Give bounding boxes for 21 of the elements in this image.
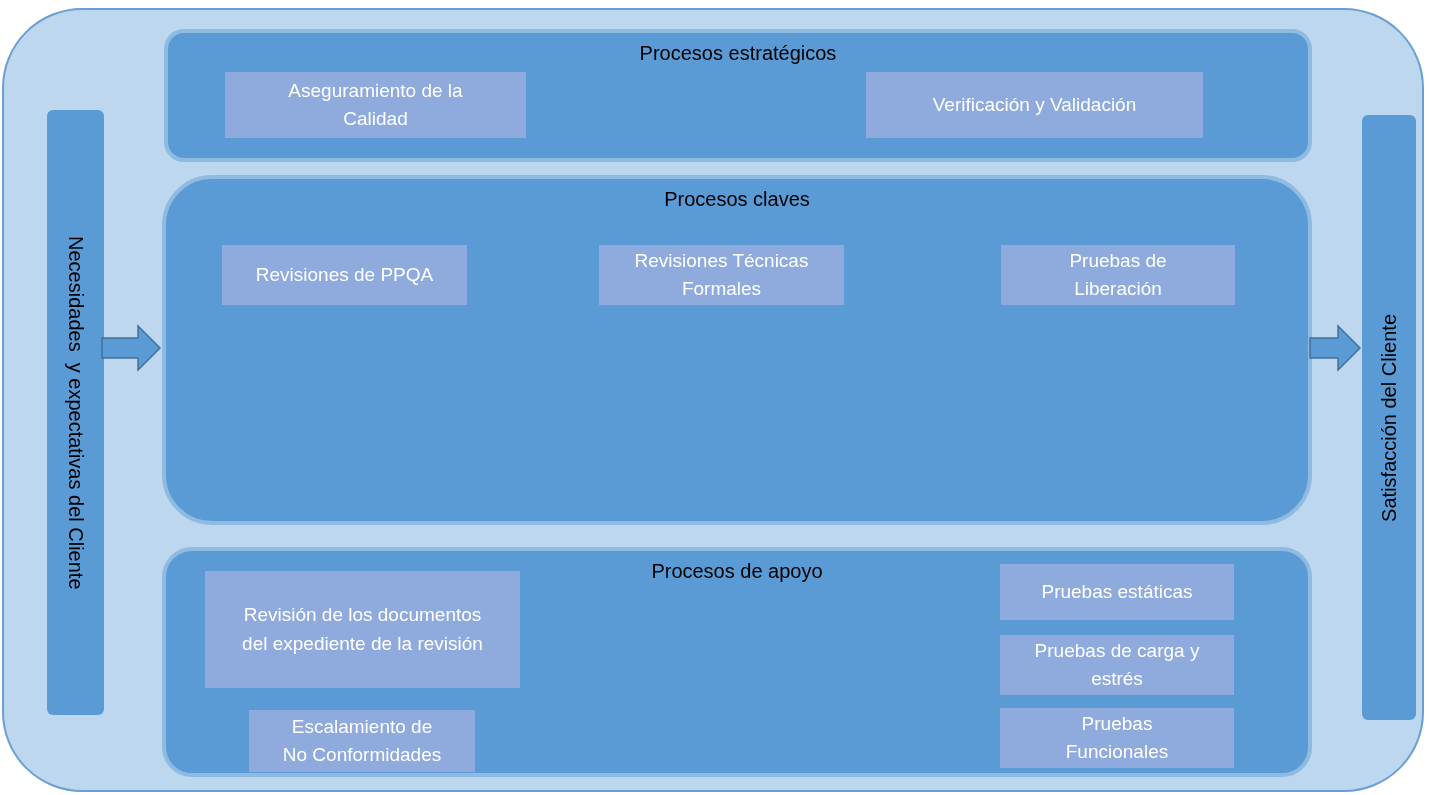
process-box: Pruebas de Liberación — [1001, 245, 1235, 305]
process-box: Aseguramiento de la Calidad — [225, 72, 526, 138]
panel-title: Procesos claves — [664, 187, 810, 212]
input-bar: Necesidades y expectativas del Cliente — [47, 110, 104, 715]
process-box: Pruebas de carga y estrés — [1000, 635, 1234, 695]
block-arrow — [101, 324, 162, 372]
panel-title: Procesos de apoyo — [651, 559, 823, 584]
outer-frame — [2, 8, 1424, 792]
panel-title: Procesos estratégicos — [639, 41, 837, 66]
process-box: Pruebas estáticas — [1000, 564, 1234, 620]
block-arrow — [1309, 324, 1362, 372]
process-box: Pruebas Funcionales — [1000, 708, 1234, 768]
process-panel — [162, 175, 1312, 525]
process-box: Escalamiento de No Conformidades — [249, 710, 475, 772]
process-box: Verificación y Validación — [866, 72, 1203, 138]
output-bar: Satisfacción del Cliente — [1362, 115, 1416, 720]
process-box: Revisiones de PPQA — [222, 245, 467, 305]
process-panel — [162, 547, 1312, 777]
process-box: Revisión de los documentos del expediente de la revisión — [205, 571, 520, 688]
process-panel — [164, 29, 1312, 162]
process-box: Revisiones Técnicas Formales — [599, 245, 844, 305]
